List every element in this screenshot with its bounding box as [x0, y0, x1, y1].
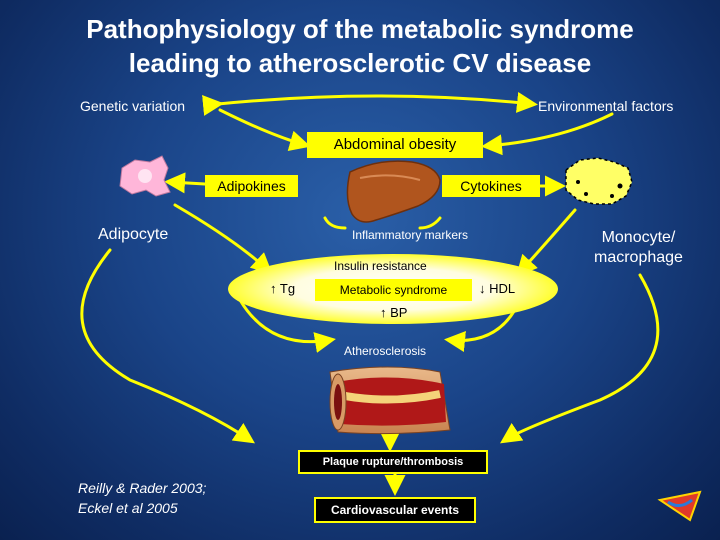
box-cytokines: Cytokines	[442, 175, 540, 197]
arrow-right-loop-to-plaque	[500, 273, 660, 444]
label-monocyte-line2: macrophage	[594, 249, 683, 266]
up-arrow-icon: ↑	[270, 281, 277, 296]
label-tg: Tg	[279, 281, 296, 296]
arrow-adipokines-to-adipocyte	[164, 172, 207, 194]
box-adipokines: Adipokines	[205, 175, 298, 197]
reference-line-1: Reilly & Rader 2003;	[78, 480, 207, 496]
box-metabolic-syndrome: Metabolic syndrome	[315, 279, 472, 301]
item-hdl: ↓ HDL	[479, 281, 515, 296]
label-bp: BP	[390, 305, 408, 320]
label-environmental-factors: Environmental factors	[538, 98, 674, 114]
arrow-monocyte-to-metabolic	[515, 208, 577, 277]
label-inflammatory-markers: Inflammatory markers	[352, 228, 469, 242]
arrow-environmental-to-obesity	[481, 112, 614, 156]
arrow-genetic-to-obesity	[218, 108, 311, 151]
arrow-adipocyte-to-metabolic	[173, 203, 273, 275]
item-bp: ↑ BP	[380, 305, 407, 320]
item-tg: ↑ Tg	[270, 281, 295, 296]
label-adipocyte: Adipocyte	[98, 226, 169, 243]
box-abdominal-obesity: Abdominal obesity	[307, 132, 483, 158]
reference-citation: Reilly & Rader 2003; Eckel et al 2005	[78, 478, 206, 518]
reference-line-2: Eckel et al 2005	[78, 500, 178, 516]
down-arrow-icon: ↓	[479, 281, 486, 296]
up-arrow-icon: ↑	[380, 305, 387, 320]
arrow-liver-to-markers	[323, 216, 347, 230]
label-genetic-variation: Genetic variation	[80, 98, 186, 114]
arrow-left-loop-to-plaque	[80, 248, 255, 444]
label-monocyte-macrophage: Monocyte/ macrophage	[594, 228, 683, 268]
box-cardiovascular-events: Cardiovascular events	[314, 497, 476, 523]
label-hdl: HDL	[489, 281, 516, 296]
label-insulin-resistance: Insulin resistance	[334, 259, 427, 273]
arrow-liver-to-markers-2	[418, 216, 442, 230]
slide-title: Pathophysiology of the metabolic syndrom…	[0, 12, 720, 80]
arrow-right-curve-to-athero	[444, 298, 522, 352]
arrow-genetic-to-environmental	[202, 91, 538, 116]
box-plaque-rupture: Plaque rupture/thrombosis	[298, 450, 488, 474]
title-line-2: leading to atherosclerotic CV disease	[128, 48, 592, 78]
label-monocyte-line1: Monocyte/	[601, 229, 676, 246]
title-line-1: Pathophysiology of the metabolic syndrom…	[86, 14, 634, 44]
label-atherosclerosis: Atherosclerosis	[344, 344, 427, 358]
arrow-left-curve-to-athero	[238, 298, 336, 353]
